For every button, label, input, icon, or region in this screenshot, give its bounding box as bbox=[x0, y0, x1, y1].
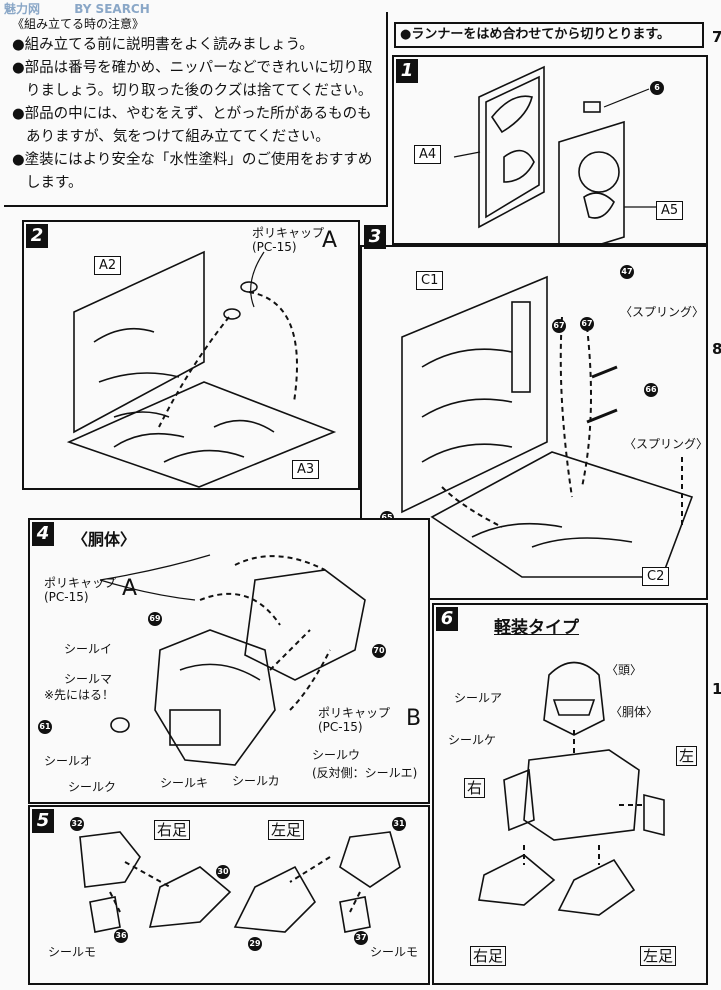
right-foot-title: 右足 bbox=[154, 819, 191, 840]
note-line: りましょう。切り取った後のクズは捨ててください。 bbox=[26, 83, 373, 99]
runner-a4-a5-diagram bbox=[453, 65, 656, 259]
step-title: 軽装タイプ bbox=[494, 618, 579, 638]
note-line: ●部品は番号を確かめ、ニッパーなどできれいに切り取 bbox=[12, 60, 373, 76]
runner-label-a5: A5 bbox=[656, 201, 684, 220]
runner-label-a4: A4 bbox=[414, 145, 442, 164]
note-line: ありますが、気をつけて組み立ててください。 bbox=[26, 129, 330, 145]
right-text: 右 bbox=[464, 778, 486, 798]
seal-label: シールキ bbox=[160, 776, 209, 790]
part-number: 32 bbox=[70, 817, 84, 831]
body-assembly-diagram bbox=[99, 554, 366, 766]
light-armor-type-diagram bbox=[478, 661, 665, 916]
seal-label: シールケ bbox=[448, 733, 497, 747]
seal-label: シールモ bbox=[370, 945, 419, 959]
part-number: 66 bbox=[644, 383, 658, 397]
step-1-panel: 1 A4 A5 6 bbox=[392, 55, 708, 259]
polycap-code: (PC-15) bbox=[252, 240, 297, 254]
step-number: 5 bbox=[32, 809, 54, 833]
polycap-name: ポリキャップ bbox=[44, 576, 117, 590]
edge-mark: 7 bbox=[712, 28, 721, 46]
step-5-panel: 5 右足 左足 32 30 36 31 29 37 シールモ シールモ bbox=[28, 805, 430, 985]
step-6-panel: 6 軽装タイプ 〈頭〉 〈胴体〉 シールア シールケ 左 右 右足 左足 bbox=[432, 603, 708, 985]
step-number: 6 bbox=[436, 607, 458, 631]
runner-a2-a3-diagram bbox=[66, 250, 337, 488]
part-number: 6 bbox=[650, 81, 664, 95]
part-number: 31 bbox=[392, 817, 406, 831]
part-number: 29 bbox=[248, 937, 262, 951]
note-line: ●部品の中には、やむをえず、とがった所があるものも bbox=[12, 106, 372, 122]
seal-label: シールア bbox=[454, 691, 503, 705]
note-line: ●塗装にはより安全な「水性塗料」のご使用をおすすめ bbox=[12, 152, 373, 168]
polycap-code: (PC-15) bbox=[318, 720, 363, 734]
step-number: 2 bbox=[26, 224, 48, 248]
polycap-b-label: ポリキャップ (PC-15) bbox=[318, 706, 390, 734]
runner-label-c1: C1 bbox=[416, 271, 444, 290]
runner-label-c2: C2 bbox=[642, 567, 670, 586]
runner-c1-c2-diagram bbox=[401, 275, 694, 578]
left-label: 左 bbox=[676, 745, 698, 766]
part-number: 47 bbox=[620, 265, 634, 279]
assembly-notes: 《組み立てる時の注意》 ●組み立てる前に説明書をよく読みましょう。 ●部品は番号… bbox=[4, 12, 388, 207]
right-label: 右 bbox=[464, 777, 486, 798]
polycap-letter: A bbox=[122, 576, 138, 601]
body-label: 〈胴体〉 bbox=[610, 705, 659, 719]
step-number: 1 bbox=[396, 59, 418, 83]
polycap-name: ポリキャップ bbox=[318, 706, 391, 720]
left-foot-title: 左足 bbox=[268, 819, 305, 840]
part-number: 61 bbox=[38, 720, 52, 734]
seal-label: シールイ bbox=[64, 642, 113, 656]
runner-note: ●ランナーをはめ合わせてから切りとります。 bbox=[394, 22, 704, 48]
part-number: 67 bbox=[552, 319, 566, 333]
left-foot-text: 左足 bbox=[640, 946, 677, 966]
part-number: 36 bbox=[114, 929, 128, 943]
runner-label-a2: A2 bbox=[94, 256, 122, 275]
edge-mark: 8 bbox=[712, 340, 721, 358]
polycap-letter: A bbox=[322, 228, 338, 253]
spring-label: 〈スプリング〉 bbox=[624, 437, 709, 451]
right-foot-label: 右足 bbox=[470, 945, 507, 966]
seal-note: (反対側：シールエ) bbox=[312, 766, 418, 780]
watermark-logo: 魅力网 BY SEARCH bbox=[4, 0, 150, 17]
runner-label-a3: A3 bbox=[292, 460, 320, 479]
right-foot-text: 右足 bbox=[470, 946, 507, 966]
seal-label: シールク bbox=[68, 780, 117, 794]
left-foot-label: 左足 bbox=[268, 820, 305, 840]
polycap-letter: B bbox=[406, 706, 422, 731]
left-text: 左 bbox=[676, 746, 698, 766]
spring-label: 〈スプリング〉 bbox=[620, 305, 705, 319]
left-foot-label: 左足 bbox=[640, 945, 677, 966]
step-number: 3 bbox=[364, 225, 386, 249]
seal-label: シールカ bbox=[232, 774, 280, 788]
step-number: 4 bbox=[32, 522, 54, 546]
seal-note: ※先にはる！ bbox=[44, 688, 115, 702]
watermark-brand: BY SEARCH bbox=[74, 2, 150, 16]
right-foot-label: 右足 bbox=[154, 820, 191, 840]
part-number: 69 bbox=[148, 612, 162, 626]
step-4-panel: 4 〈胴体〉 ポリキャップ (PC-15) A ポリキャップ (PC-15) B… bbox=[28, 518, 430, 804]
part-number: 70 bbox=[372, 644, 386, 658]
seal-label: シールウ bbox=[312, 748, 361, 762]
note-line: します。 bbox=[26, 175, 83, 191]
part-number: 67 bbox=[580, 317, 594, 331]
feet-assembly-diagram bbox=[79, 831, 401, 933]
polycap-name: ポリキャップ bbox=[252, 226, 325, 240]
polycap-a-label: ポリキャップ (PC-15) bbox=[44, 576, 116, 604]
step-2-panel: 2 A2 A3 ポリキャップ (PC-15) A bbox=[22, 220, 360, 490]
seal-label: シールマ bbox=[64, 672, 113, 686]
part-number: 30 bbox=[216, 865, 230, 879]
edge-mark: 1 bbox=[712, 680, 721, 698]
polycap-label: ポリキャップ (PC-15) bbox=[252, 226, 324, 254]
part-number: 37 bbox=[354, 931, 368, 945]
seal-label: シールオ bbox=[44, 754, 93, 768]
polycap-code: (PC-15) bbox=[44, 590, 89, 604]
watermark-site: 魅力网 bbox=[4, 2, 41, 16]
seal-label: シールモ bbox=[48, 945, 97, 959]
notes-title: 《組み立てる時の注意》 bbox=[12, 17, 145, 31]
head-label: 〈頭〉 bbox=[606, 663, 643, 677]
step-title: 〈胴体〉 bbox=[72, 530, 137, 549]
note-line: ●組み立てる前に説明書をよく読みましょう。 bbox=[12, 37, 314, 53]
